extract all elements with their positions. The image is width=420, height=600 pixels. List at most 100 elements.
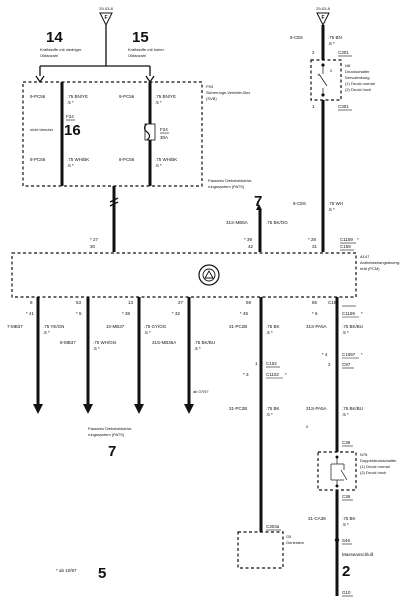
conn-top-right-star: * 28 bbox=[308, 237, 317, 242]
wire-top-mid-color: .75 BN/YE bbox=[155, 94, 176, 99]
n8-text4: (2) Druck hoch bbox=[345, 87, 371, 92]
conn-top-right-pin: 31 bbox=[312, 244, 318, 249]
n8-text1: Druckschalter bbox=[345, 69, 370, 74]
wire-6b-code: 31S-PA5A bbox=[306, 406, 327, 411]
c1097-star2: * bbox=[361, 352, 363, 357]
pin6-top: 86 bbox=[312, 300, 318, 305]
pats-top-text1: Passives Diebstahlsiche- bbox=[208, 178, 253, 183]
p93-id: P93 bbox=[206, 84, 214, 89]
wire-5b-code: 31-PC2B bbox=[229, 406, 247, 411]
n76-text2: (1) Druck normal bbox=[360, 464, 390, 469]
pin4-star: * 32 bbox=[172, 311, 181, 316]
a147-id: A147 bbox=[360, 254, 370, 259]
pin5-star: * 45 bbox=[240, 311, 249, 316]
wire-6-color: .75 BK/BU bbox=[342, 324, 363, 329]
wire-5b-color: .75 BK bbox=[266, 406, 280, 411]
pin5-top: 59 bbox=[246, 300, 252, 305]
rw-top-color: .75 BN bbox=[328, 35, 342, 40]
fuel-high-number: 15 bbox=[132, 29, 149, 46]
wire-top-mid-dot: .5 * bbox=[155, 100, 162, 105]
wire-bot-mid-color: .75 WH/BK bbox=[155, 157, 177, 162]
pin2-star: * 5 bbox=[76, 311, 82, 316]
conn-top-right-star2: * bbox=[357, 237, 359, 242]
c1097-star: * 4 bbox=[322, 352, 328, 357]
wire-6-code: 31S-PA5A bbox=[306, 324, 327, 329]
fuel-low-number: 14 bbox=[46, 29, 63, 46]
pcm-symbol bbox=[198, 264, 220, 286]
out-wire-2-code: 8-MB37 bbox=[60, 340, 76, 345]
power-right-label: 29-03-8 bbox=[316, 6, 331, 11]
c102-star2: * bbox=[285, 372, 287, 377]
unused-number: 16 bbox=[64, 122, 81, 139]
fuel-low-text2: Oktanzahl bbox=[40, 53, 58, 58]
c1097-label: C1097 bbox=[342, 352, 356, 357]
wire-6b-dot: .5 * bbox=[342, 412, 349, 417]
wire-bot-left-code: 8-PC56 bbox=[30, 157, 46, 162]
g10-label: G10 bbox=[342, 590, 351, 595]
f24-mid-amp: 30A bbox=[160, 135, 168, 140]
out-wire-4-dot: .5 * bbox=[194, 346, 201, 351]
svg-text:F: F bbox=[321, 15, 324, 21]
conn-right-star: * bbox=[361, 311, 363, 316]
wire-top-mid-code: 9-PC56 bbox=[119, 94, 135, 99]
out-wire-3-code: 10-MB37 bbox=[106, 324, 125, 329]
f24-mid-label: F24 bbox=[160, 127, 168, 132]
c1097-pin: 2 bbox=[328, 362, 331, 367]
conn-right-c2: C1159 bbox=[342, 311, 355, 316]
pin4-top: 27 bbox=[178, 300, 184, 305]
fuel-high-text1: Kraftstoffe mit hoher bbox=[128, 47, 165, 52]
n76-id: N76 bbox=[360, 452, 368, 457]
generator-box bbox=[237, 531, 284, 569]
rw-mid-color: .75 WH bbox=[328, 201, 343, 206]
conn-top-pats-pin: 42 bbox=[248, 244, 254, 249]
c301-top-label: C301 bbox=[338, 50, 349, 55]
c102-label: C102 bbox=[266, 361, 277, 366]
wire-bot-left-dot: .5 * bbox=[67, 163, 74, 168]
pin2-top: 53 bbox=[76, 300, 82, 305]
pin1-top: 8 bbox=[30, 300, 33, 305]
wire-5-code: 31-PC2B bbox=[229, 324, 247, 329]
pin3-star: * 38 bbox=[122, 311, 131, 316]
wire-6b-color: .75 BK/BU bbox=[342, 406, 363, 411]
a147-name2: erät (PCM) bbox=[360, 266, 380, 271]
power-right-symbol bbox=[316, 12, 330, 27]
rw-top-dot: .5 * bbox=[328, 41, 335, 46]
out-wire-1-color: .75 YE/GN bbox=[43, 324, 64, 329]
n8-pin2: 2 bbox=[330, 68, 333, 73]
pin3-top: 13 bbox=[128, 300, 134, 305]
c102-pin: 1 bbox=[255, 361, 258, 366]
n8-text2: Servolenkung bbox=[345, 75, 369, 80]
footer-note-text: * ab 10/97 bbox=[56, 568, 77, 573]
pcm-box bbox=[11, 252, 357, 298]
generator-name: Generator bbox=[286, 540, 305, 545]
rw-mid-dot: .5 * bbox=[328, 207, 335, 212]
c36-label: C36 bbox=[342, 440, 351, 445]
generator-id: G5 bbox=[286, 534, 292, 539]
s46-splice bbox=[334, 537, 340, 543]
wire-top-left-code: 9-PC56 bbox=[30, 94, 46, 99]
n8-box bbox=[310, 59, 342, 101]
c301-top-pin: 2 bbox=[312, 50, 315, 55]
n8-id: N8 bbox=[345, 63, 351, 68]
out-wire-3-color: .75 GY/OG bbox=[144, 324, 167, 329]
conn-top-left-pin: 30 bbox=[90, 244, 96, 249]
wire-bot-left-color: .75 WH/BK bbox=[67, 157, 89, 162]
out-wire-3-dot: .5 * bbox=[144, 330, 151, 335]
p93-box bbox=[22, 81, 203, 187]
n8-pin1: 1 bbox=[317, 72, 320, 77]
mass-number: 2 bbox=[342, 563, 350, 580]
c36-bot-label: C36 bbox=[342, 494, 351, 499]
out-wire-4-code: 31S-MB36A bbox=[152, 340, 176, 345]
pats-bot-text1: Passives Diebstahlsiche- bbox=[88, 426, 133, 431]
a147-name1: Antriebsstrangsteuerg- bbox=[360, 260, 401, 265]
n76-text1: Doppeldruckschalter bbox=[360, 458, 397, 463]
conn-top-pats-star: * 39 bbox=[244, 237, 253, 242]
fuel-low-text1: Kraftstoffe mit niedriger bbox=[40, 47, 82, 52]
footer-note-number: 5 bbox=[98, 565, 106, 582]
out-wire-1-dot: .5 * bbox=[43, 330, 50, 335]
c102-label2: C1102 bbox=[266, 372, 279, 377]
wire-5-color: .75 BK bbox=[266, 324, 280, 329]
pin1-star: * 41 bbox=[26, 311, 35, 316]
